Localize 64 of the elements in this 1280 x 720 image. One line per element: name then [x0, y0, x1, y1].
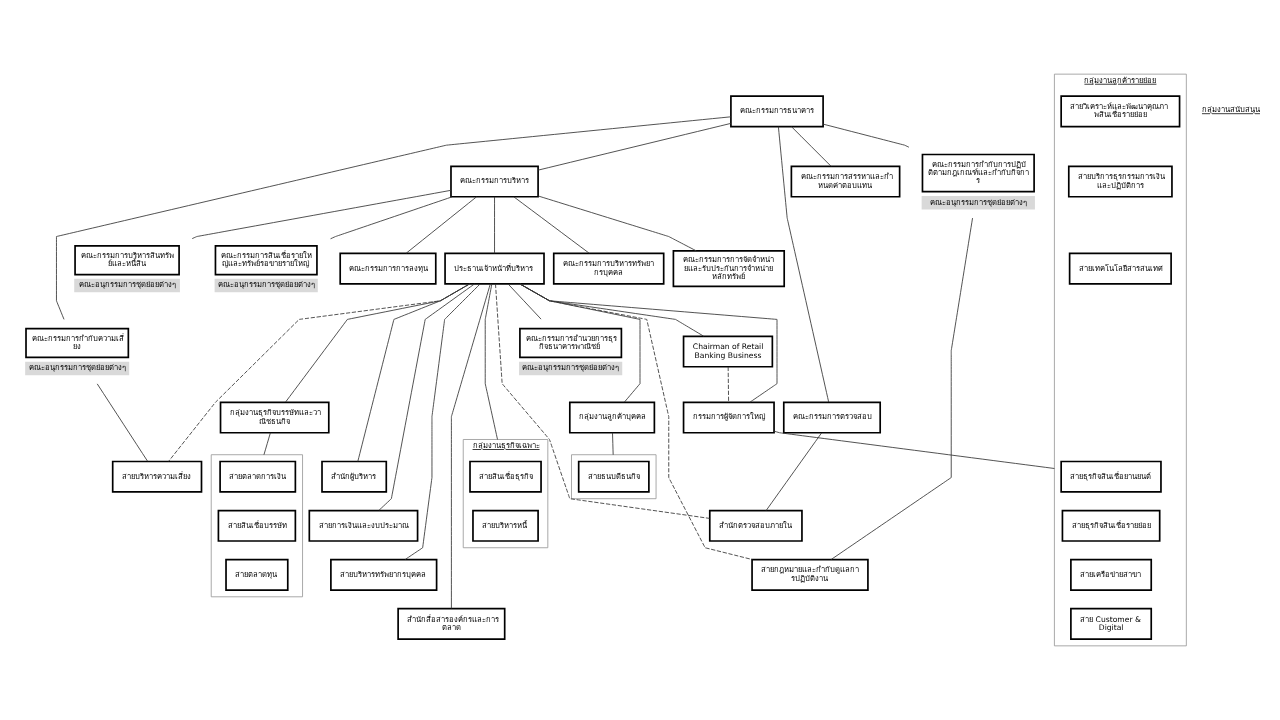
connector [537, 195, 697, 252]
node-label: คณะอนุกรรมการชุดย่อยต่างๆ [78, 280, 176, 290]
connector [191, 189, 452, 239]
connector [765, 432, 822, 511]
node-box: คณะกรรมการการจัดจำหน่ายและรับประกันการจำหน่ายหลักทรัพย์ [672, 250, 786, 288]
node-box: สายสินเชื่อบรรษัท [217, 509, 297, 542]
node-box: สายตลาดทุน [225, 558, 289, 591]
connector [513, 196, 590, 254]
node-box: คณะกรรมการการลงทุน [339, 252, 437, 285]
node-box: คณะกรรมการสรรหาและกำหนดค่าตอบแทน [790, 165, 901, 198]
node-box: สายบริหารทรัพยากรบุคคล [330, 558, 438, 591]
connector [263, 432, 271, 456]
connector [791, 126, 832, 167]
node-box: สายเทคโนโลยีสารสนเทศ [1068, 252, 1172, 285]
connector [830, 217, 973, 560]
node-box: สายบริหารความเสี่ยง [111, 460, 203, 493]
node-box: สายการเงินและงบประมาณ [308, 509, 419, 542]
connector [495, 283, 711, 519]
connector [451, 283, 491, 609]
node-box: คณะกรรมการธนาคาร [730, 95, 824, 128]
connector [484, 283, 498, 440]
node-box: คณะกรรมการบริหาร [450, 165, 539, 198]
connector [405, 196, 477, 254]
node-box: กลุ่มงานลูกค้าบุคคล [568, 401, 656, 434]
connector [537, 123, 732, 171]
connector [378, 283, 475, 511]
connector [330, 196, 453, 240]
connector [727, 366, 730, 403]
node-box: สำนักสื่อสารองค์กรและการตลาด [397, 607, 506, 640]
connector [822, 123, 910, 148]
node-box: สายตลาดการเงิน [219, 460, 297, 493]
node-box: สายธุรกิจสินเชื่อยานยนต์ [1060, 460, 1162, 493]
connector [777, 126, 830, 403]
node-label: คณะอนุกรรมการชุดย่อยต่างๆ [930, 197, 1028, 207]
cluster [210, 454, 303, 598]
cluster [571, 454, 657, 500]
node-box: ประธานเจ้าหน้าที่บริหาร [444, 252, 545, 285]
node-box: สายบริหารหนี้ [472, 509, 539, 542]
node-box: สายกฎหมายและกำกับดูแลการปฏิบัติงาน [751, 558, 869, 591]
connector [773, 430, 1055, 469]
connector [168, 283, 470, 462]
node-box: กรรมการผู้จัดการใหญ่ [682, 401, 775, 434]
connector [96, 383, 148, 462]
node-label: คณะอนุกรรมการชุดย่อยต่างๆ [28, 363, 126, 373]
node-box: คณะกรรมการบริหารทรัพยากรบุคคล [552, 252, 665, 285]
node-box: สายธุรกิจสินเชื่อรายย่อย [1061, 509, 1161, 542]
node-box: สายธนบดีธนกิจ [577, 460, 650, 493]
node-box: สาย Customer & Digital [1070, 607, 1153, 640]
node-box: สายวิเคราะห์และพัฒนาคุณภาพสินเชื่อรายย่อย [1060, 95, 1181, 128]
node-box: คณะกรรมการตรวจสอบ [782, 401, 882, 434]
node-box: สำนักผู้บริหาร [321, 460, 388, 493]
node-label: คณะอนุกรรมการชุดย่อยต่างๆ [522, 363, 620, 373]
connector [494, 196, 495, 254]
node-box: กลุ่มงานธุรกิจบรรษัทและวาณิชธนกิจ [219, 401, 330, 434]
node-label: คณะอนุกรรมการชุดย่อยต่างๆ [217, 280, 315, 290]
node-box: Chairman of Retail Banking Business [682, 335, 774, 368]
connector [56, 116, 732, 320]
node-box: สำนักตรวจสอบภายใน [708, 509, 803, 542]
node-box: สายเครือข่ายสาขา [1070, 558, 1153, 591]
node-box: สายสินเชื่อธุรกิจ [469, 460, 542, 493]
label: กลุ่มงานสนับสนุน [1201, 105, 1260, 115]
connector [507, 283, 542, 320]
connector [612, 432, 614, 456]
node-box: สายบริการธุรกรรมการเงินและปฏิบัติการ [1067, 165, 1173, 198]
